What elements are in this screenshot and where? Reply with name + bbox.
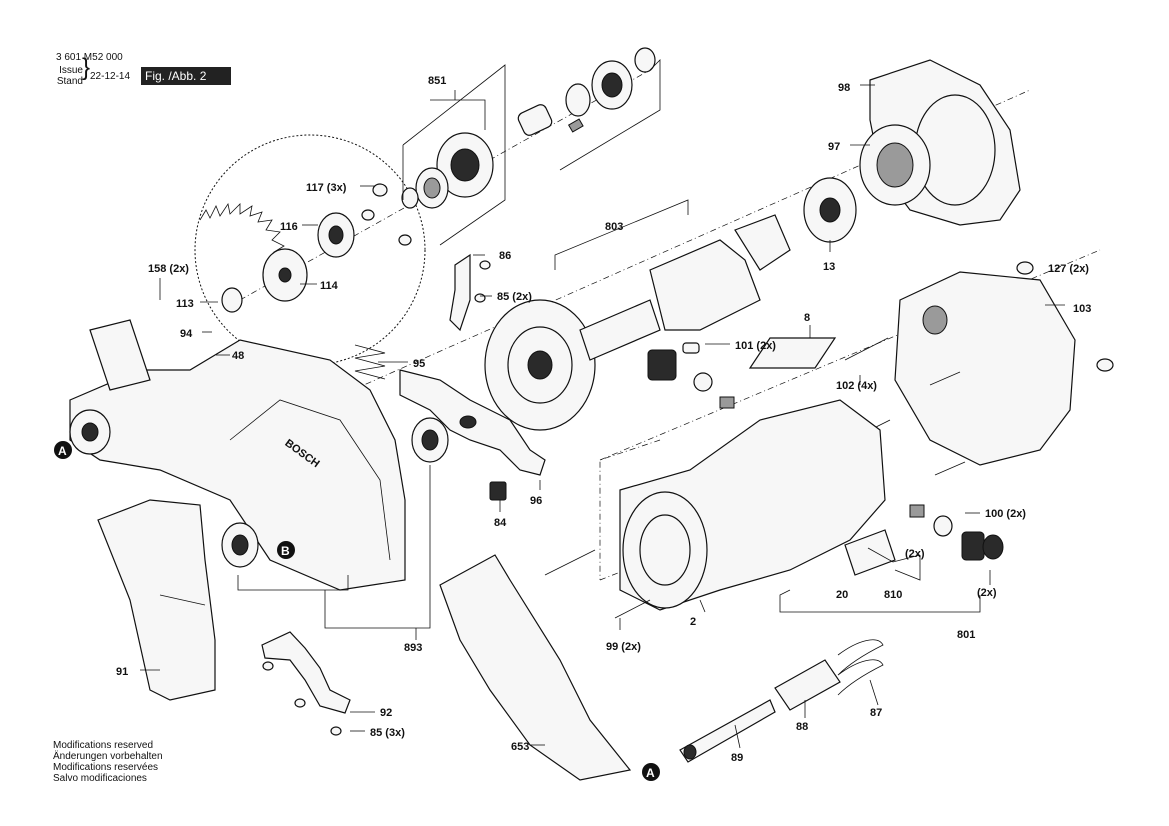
- spindle-parts: [517, 47, 661, 171]
- document-code: 3 601 M52 000: [56, 52, 123, 63]
- dust-chute-653: [439, 554, 632, 781]
- note-line-3: Modifications reservées: [53, 762, 159, 773]
- label-20: 20: [836, 589, 848, 601]
- modifications-notes: Modifications reserved Änderungen vorbeh…: [53, 740, 163, 784]
- spring-95: [354, 344, 386, 380]
- label-2: 2: [690, 616, 696, 628]
- callout-B: B: [277, 541, 295, 559]
- callout-A-bottom: A: [642, 763, 660, 781]
- label-100: 100 (2x): [985, 508, 1026, 520]
- clip-84: [489, 481, 507, 501]
- brace-glyph: }: [82, 54, 91, 81]
- blade-washers: [221, 183, 412, 313]
- armature-803: [484, 199, 791, 431]
- callout-A-text-1: A: [58, 444, 67, 458]
- label-653: 653: [511, 741, 529, 753]
- figure-label: Fig. /Abb. 2: [141, 67, 231, 85]
- bracket-92: [261, 631, 351, 736]
- motor-cover-98: [859, 59, 1021, 226]
- part-labels: 851 98 97 117 (3x) 116 803 13 86 158 (2x…: [116, 75, 1091, 764]
- label-84: 84: [494, 517, 507, 529]
- bearing-assembly-851: [401, 64, 506, 246]
- label-85b: 85 (3x): [370, 727, 405, 739]
- label-158: 158 (2x): [148, 263, 189, 275]
- label-113: 113: [176, 298, 194, 310]
- stand-label: Stand: [56, 76, 83, 87]
- label-97: 97: [828, 141, 840, 153]
- end-cover-103: [894, 261, 1114, 466]
- label-87: 87: [870, 707, 882, 719]
- label-117: 117 (3x): [306, 182, 347, 194]
- leader-lines: [140, 84, 1065, 749]
- handle-91: [97, 499, 216, 701]
- plate-96: [399, 369, 546, 476]
- label-127: 127 (2x): [1048, 263, 1089, 275]
- label-95: 95: [413, 358, 425, 370]
- label-96: 96: [530, 495, 542, 507]
- lever-86: [449, 253, 491, 332]
- label-810: 810: [884, 589, 902, 601]
- label-851: 851: [428, 75, 446, 87]
- label-88: 88: [796, 721, 808, 733]
- label-plate-8: [748, 337, 837, 369]
- saw-blade: [194, 134, 426, 366]
- callout-A-text-2: A: [646, 766, 655, 780]
- label-2x-a: (2x): [905, 548, 925, 560]
- sleeve-88: [774, 659, 841, 711]
- label-103: 103: [1073, 303, 1091, 315]
- bearing-13: [803, 177, 857, 243]
- issue-label: Issue: [59, 65, 83, 76]
- issue-stand-labels: Issue Stand: [53, 65, 83, 87]
- callout-B-text: B: [281, 544, 290, 558]
- note-line-4: Salvo modificaciones: [53, 773, 147, 784]
- label-98: 98: [838, 82, 850, 94]
- callout-A-top: A: [54, 441, 72, 459]
- label-102: 102 (4x): [836, 380, 877, 392]
- label-48: 48: [232, 350, 244, 362]
- spring-87: [837, 639, 884, 696]
- label-92: 92: [380, 707, 392, 719]
- label-91: 91: [116, 666, 128, 678]
- label-94: 94: [180, 328, 193, 340]
- label-8: 8: [804, 312, 810, 324]
- tube-89: [679, 699, 776, 763]
- note-line-1: Modifications reserved: [53, 740, 154, 751]
- label-2x-b: (2x): [977, 587, 997, 599]
- label-114: 114: [320, 280, 339, 292]
- brush-holder-101: [647, 342, 735, 409]
- label-801: 801: [957, 629, 975, 641]
- note-line-2: Änderungen vorbehalten: [53, 751, 163, 762]
- label-13: 13: [823, 261, 835, 273]
- bearing-893: [237, 417, 449, 629]
- switch-100: [909, 504, 1004, 561]
- label-116: 116: [280, 221, 298, 233]
- issue-date: 22-12-14: [90, 71, 131, 82]
- label-101: 101 (2x): [735, 340, 776, 352]
- label-85a: 85 (2x): [497, 291, 532, 303]
- motor-housing-2: [544, 399, 886, 619]
- label-86: 86: [499, 250, 511, 262]
- rating-plate-20: [844, 529, 921, 581]
- label-89: 89: [731, 752, 743, 764]
- label-803: 803: [605, 221, 623, 233]
- label-99: 99 (2x): [606, 641, 641, 653]
- label-893: 893: [404, 642, 422, 654]
- blade-guard-housing: [69, 319, 406, 591]
